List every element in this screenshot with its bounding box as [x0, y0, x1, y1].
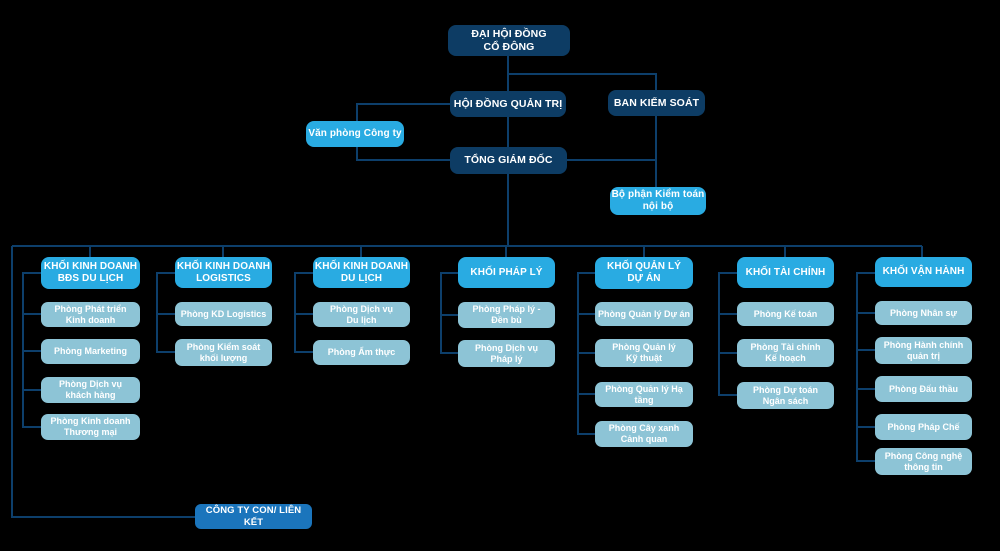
dept-box: Phòng Hành chính quản trị [875, 337, 972, 364]
dept-box: Phòng Kế toán [737, 302, 834, 326]
dept-box: Phòng Dịch vụ Du lịch [313, 302, 410, 327]
node-board-of-directors: HỘI ĐỒNG QUẢN TRỊ [450, 91, 566, 117]
division-header-finance: KHỐI TÀI CHÍNH [737, 257, 834, 288]
connector-lines [11, 56, 923, 518]
dept-box: Phòng Tài chính Kế hoạch [737, 339, 834, 367]
node-subsidiaries: CÔNG TY CON/ LIÊN KẾT [195, 504, 312, 529]
dept-box: Phòng Nhân sự [875, 301, 972, 325]
node-supervisory-board: BAN KIỂM SOÁT [608, 90, 705, 116]
dept-box: Phòng Pháp lý - Đền bù [458, 302, 555, 328]
dept-box: Phòng Quản lý Hạ tầng [595, 382, 693, 407]
dept-box: Phòng Dịch vụ Pháp lý [458, 340, 555, 367]
dept-box: Phòng Cây xanh Cảnh quan [595, 421, 693, 447]
division-header-project-management: KHỐI QUẢN LÝ DỰ ÁN [595, 257, 693, 289]
dept-box: Phòng Pháp Chế [875, 414, 972, 440]
node-internal-audit: Bộ phận Kiểm toán nội bộ [610, 187, 706, 215]
dept-box: Phòng Công nghệ thông tin [875, 448, 972, 475]
dept-box: Phòng KD Logistics [175, 302, 272, 326]
dept-box: Phòng Kinh doanh Thương mại [41, 414, 140, 440]
node-ceo: TỔNG GIÁM ĐỐC [450, 147, 567, 174]
division-header-bds-tourism: KHỐI KINH DOANH BĐS DU LỊCH [41, 257, 140, 289]
dept-box: Phòng Quản lý Dự án [595, 302, 693, 326]
dept-box: Phòng Kiểm soát khối lượng [175, 339, 272, 366]
division-header-logistics: KHỐI KINH DOANH LOGISTICS [175, 257, 272, 288]
dept-box: Phòng Đấu thầu [875, 376, 972, 402]
division-header-legal: KHỐI PHÁP LÝ [458, 257, 555, 288]
dept-box: Phòng Ẩm thực [313, 340, 410, 365]
node-shareholders: ĐẠI HỘI ĐỒNG CỔ ĐÔNG [448, 25, 570, 56]
dept-box: Phòng Phát triển Kinh doanh [41, 302, 140, 327]
division-header-operations: KHỐI VẬN HÀNH [875, 257, 972, 287]
node-company-office: Văn phòng Công ty [306, 121, 404, 147]
dept-box: Phòng Dịch vụ khách hàng [41, 377, 140, 403]
division-header-tourism: KHỐI KINH DOANH DU LỊCH [313, 257, 410, 288]
dept-box: Phòng Dự toán Ngân sách [737, 382, 834, 409]
dept-box: Phòng Quản lý Kỹ thuật [595, 339, 693, 367]
dept-box: Phòng Marketing [41, 339, 140, 364]
